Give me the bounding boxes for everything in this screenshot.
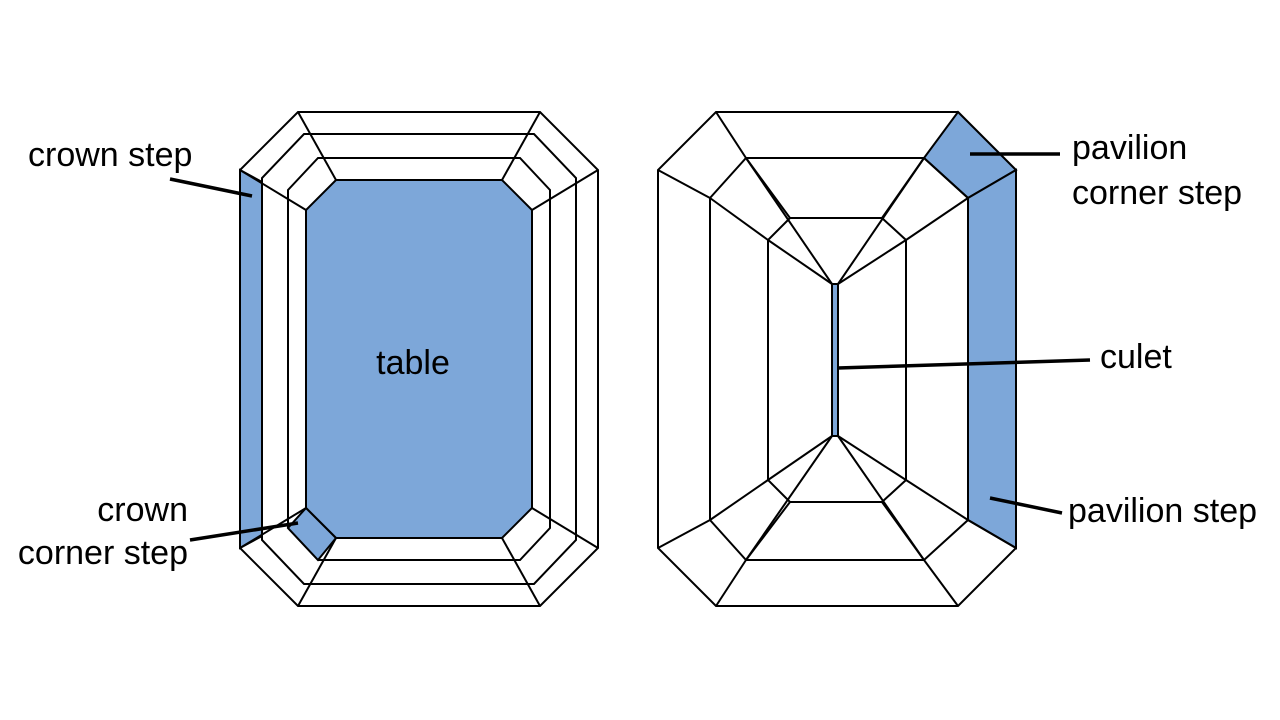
crown-corner-line-bl-a: [297, 537, 337, 607]
pav-corner-br-b: [967, 519, 1017, 549]
pav-keel-top-4: [837, 239, 907, 285]
pavilion-corner-step-label-line1: pavilion: [1072, 129, 1187, 167]
pav-corner-bl-b: [657, 519, 711, 549]
crown-corner-line-tl-a: [297, 111, 337, 181]
pavilion-step-leader: [989, 496, 1063, 515]
crown-corner-line-tl-b: [239, 169, 307, 211]
pav-keel-top-3: [767, 239, 833, 285]
crown-corner-line-br-a: [501, 537, 541, 607]
crown-step-leader: [169, 177, 253, 198]
crown-ring-2: [261, 133, 577, 585]
pav-keel-bot-4: [837, 435, 907, 481]
pav-keel-bot-3: [767, 435, 833, 481]
pav-conn-tl-b: [709, 197, 769, 241]
crown-ring-3: [287, 157, 551, 561]
crown-corner-step-leader: [189, 521, 299, 542]
pav-keel-bot-2: [837, 435, 925, 561]
table-label: table: [376, 344, 450, 382]
pav-conn-bl-b: [709, 479, 769, 521]
labels: crown step crown corner step pavilion co…: [18, 129, 1257, 572]
crown-view: table: [239, 111, 599, 607]
pav-corner-br: [923, 559, 959, 607]
pav-corner-bl: [715, 559, 747, 607]
pavilion-step-label: pavilion step: [1068, 492, 1257, 530]
crown-corner-line-tr-a: [501, 111, 541, 181]
culet-leader: [837, 358, 1091, 370]
pav-keel-top-1: [745, 157, 833, 285]
crown-corner-step-label-line2: corner step: [18, 534, 188, 572]
culet-facet: [831, 283, 839, 437]
crown-corner-line-tr-b: [531, 169, 599, 211]
pav-keel-top-2: [837, 157, 925, 285]
pav-conn-tr-b: [905, 197, 969, 241]
crown-corner-step-label-line1: crown: [97, 491, 188, 529]
pav-corner-tl: [715, 111, 747, 159]
pavilion-corner-step-label-line2: corner step: [1072, 174, 1242, 212]
crown-corner-line-br-b: [531, 507, 599, 549]
crown-step-facet: [239, 168, 263, 550]
pav-keel-bot-1: [745, 435, 833, 561]
pavilion-step-facet: [967, 168, 1017, 550]
leader-lines: [169, 152, 1091, 542]
pavilion-view: [657, 110, 1018, 607]
culet-label: culet: [1100, 338, 1172, 376]
crown-step-label: crown step: [28, 136, 192, 174]
pav-corner-tl-b: [657, 169, 711, 199]
pav-conn-br-b: [905, 479, 969, 521]
